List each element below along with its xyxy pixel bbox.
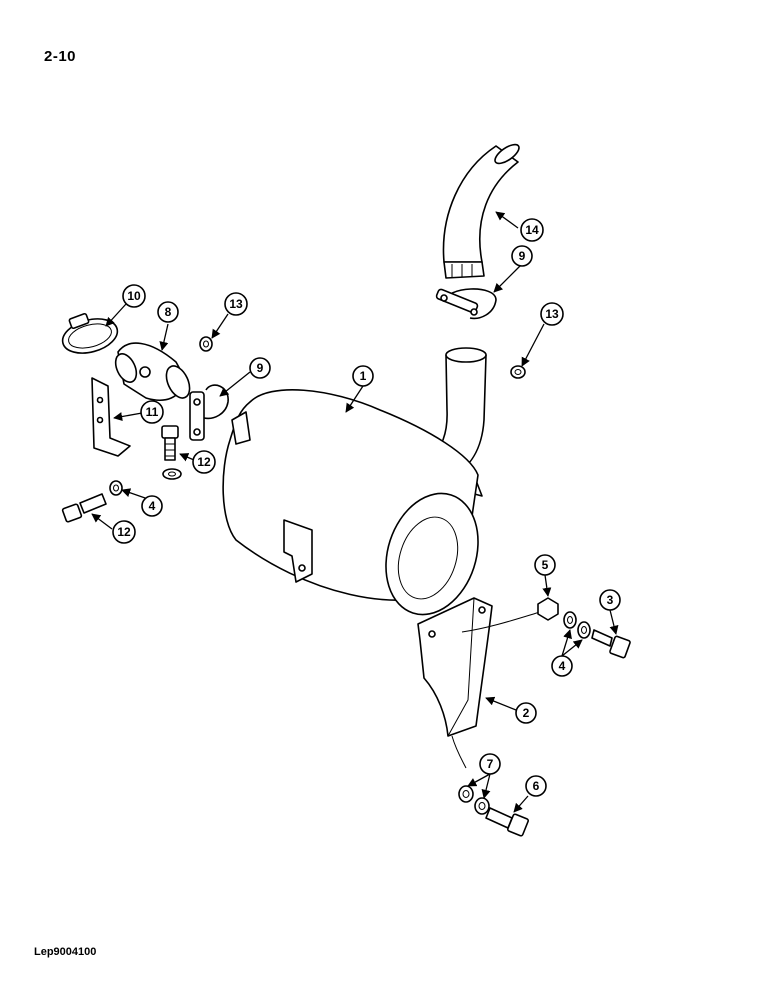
callout-9-upper: 9 (511, 245, 533, 267)
callout-2: 2 (515, 702, 537, 724)
mounting-bracket-small (91, 377, 131, 457)
washer-7-a (458, 785, 474, 803)
svg-text:3: 3 (607, 593, 614, 607)
svg-text:14: 14 (525, 223, 539, 237)
svg-text:7: 7 (487, 757, 494, 771)
washer-13-right (510, 365, 526, 379)
callout-13-left: 13 (224, 292, 248, 316)
svg-text:10: 10 (127, 289, 141, 303)
leader-lines (91, 211, 619, 813)
hex-nut (537, 597, 559, 621)
washer-4-upper (162, 468, 182, 480)
callout-5: 5 (534, 554, 556, 576)
callout-8: 8 (157, 301, 179, 323)
svg-text:11: 11 (146, 405, 159, 419)
callout-6: 6 (525, 775, 547, 797)
bolt-3 (591, 629, 631, 659)
callout-10: 10 (122, 284, 146, 308)
svg-text:2: 2 (523, 706, 530, 720)
svg-text:9: 9 (257, 361, 264, 375)
u-bolt-clamp-upper (435, 288, 497, 320)
callout-11: 11 (140, 400, 164, 424)
callout-1: 1 (352, 365, 374, 387)
callout-3: 3 (599, 589, 621, 611)
svg-text:4: 4 (149, 499, 156, 513)
svg-text:5: 5 (542, 558, 549, 572)
callout-13-right: 13 (540, 302, 564, 326)
svg-text:12: 12 (117, 525, 131, 539)
svg-text:9: 9 (519, 249, 526, 263)
svg-text:8: 8 (165, 305, 172, 319)
callout-4-right: 4 (551, 655, 573, 677)
svg-text:6: 6 (533, 779, 540, 793)
washer-4-a (563, 611, 577, 629)
callout-7: 7 (479, 753, 501, 775)
callout-9-lower: 9 (249, 357, 271, 379)
bolt-6 (485, 807, 529, 837)
bolt-12-vertical (161, 425, 179, 461)
hose-clamp (61, 312, 119, 354)
mounting-bracket-large (417, 597, 541, 769)
svg-text:1: 1 (360, 369, 367, 383)
callout-14: 14 (520, 218, 544, 242)
drawing-reference-code: Lep9004100 (34, 946, 97, 958)
washer-4-b (577, 621, 591, 639)
muffler-body (222, 347, 487, 616)
page-number: 2-10 (44, 48, 77, 65)
svg-text:12: 12 (197, 455, 211, 469)
svg-text:4: 4 (559, 659, 566, 673)
svg-text:13: 13 (229, 297, 243, 311)
svg-text:13: 13 (545, 307, 559, 321)
adapter-tube (114, 342, 191, 402)
washer-7-b (474, 797, 490, 815)
exhaust-elbow-pipe (442, 143, 520, 279)
callout-4-left: 4 (141, 495, 163, 517)
bolt-12-horizontal (61, 493, 107, 523)
callout-12-lower: 12 (112, 520, 136, 544)
washer-4-left (109, 480, 123, 496)
washer-13-left (199, 336, 213, 352)
callout-12-upper: 12 (192, 450, 216, 474)
